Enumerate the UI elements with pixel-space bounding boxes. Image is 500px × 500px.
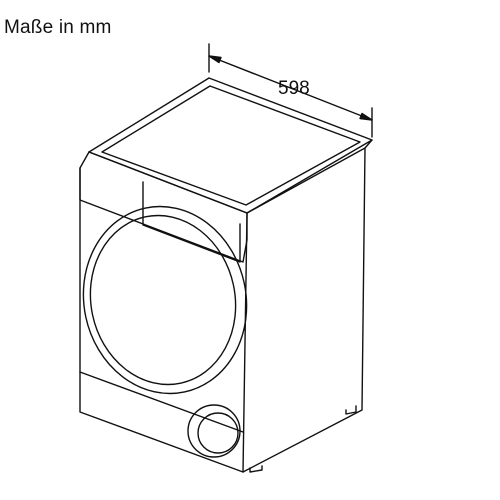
top-outer — [88, 77, 373, 214]
dimension-line — [208, 55, 373, 121]
hatch-outer — [187, 404, 241, 458]
feet — [249, 405, 357, 473]
page-title: Maße in mm — [4, 17, 112, 38]
door-inner-ring — [89, 214, 237, 386]
front-top-edge — [88, 151, 248, 214]
width-dimension: 598 — [208, 43, 373, 138]
door — [82, 205, 248, 395]
plinth-line — [79, 371, 244, 433]
front-outline — [79, 151, 248, 473]
control-panel — [79, 167, 248, 263]
display-panel — [142, 181, 241, 263]
service-hatch — [187, 404, 241, 458]
foot-side — [345, 405, 357, 415]
side-outline — [242, 139, 373, 473]
width-value: 598 — [278, 78, 310, 99]
top-inner — [101, 85, 361, 206]
top-panel — [88, 77, 373, 214]
side-panel — [242, 139, 373, 473]
front-panel — [79, 151, 248, 473]
foot-front — [249, 465, 263, 473]
dimension-arrow-right — [359, 112, 373, 121]
door-outer-ring — [82, 205, 248, 395]
hatch-inner — [197, 412, 239, 454]
side-top-edge — [246, 147, 366, 214]
dimension-arrow-left — [208, 55, 222, 64]
